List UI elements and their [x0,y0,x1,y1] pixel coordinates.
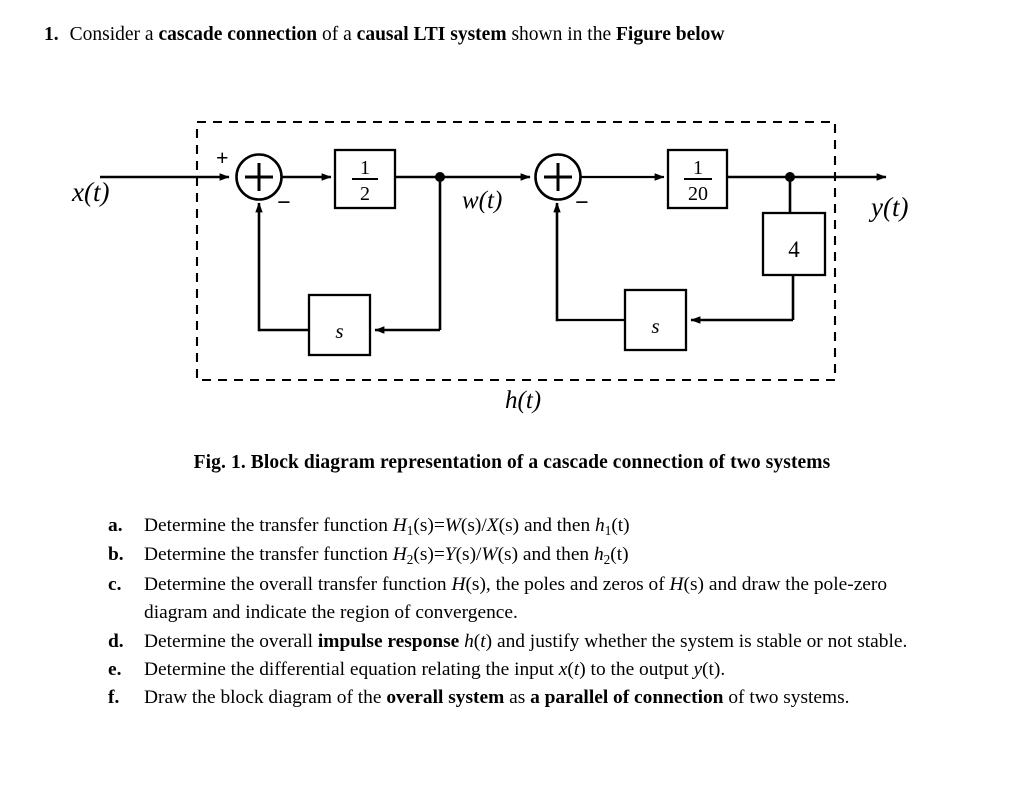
gain-half-denominator: 2 [360,183,370,205]
problem-text: Consider a cascade connection of a causa… [70,24,725,45]
feedback-block-s-right-label: s [651,314,659,338]
sub-question-label: d. [108,630,124,652]
summer2-minus-sign: − [575,190,589,216]
gain-half-numerator: 1 [360,157,370,179]
text-run: 1 [604,522,612,538]
sub-question-item: b.Determine the transfer function H2(s)=… [108,541,938,570]
text-run: ) to the output [579,659,694,681]
sub-question-label: c. [108,573,122,595]
text-run: h [464,630,474,652]
text-run: (t). [702,659,726,681]
sub-question-text: Determine the overall impulse response h… [144,631,907,652]
text-run: Consider a [69,24,159,45]
text-run: (s), the poles and zeros of [465,573,670,595]
signal-label-x: x(t) [72,177,110,207]
sub-question-text: Draw the block diagram of the overall sy… [144,687,850,708]
text-run: of a [317,24,357,45]
text-run: causal LTI system [356,24,507,45]
text-run: Draw the block diagram of the [144,687,387,709]
block-diagram-figure: 1 2 s + − w(t) − 1 20 [0,100,1024,430]
block-diagram-svg: 1 2 s + − w(t) − 1 20 [100,120,887,382]
sub-question-text: Determine the overall transfer function … [144,574,887,623]
gain-block-four [761,211,827,277]
figure-caption: Fig. 1. Block diagram representation of … [193,452,831,473]
text-run: Figure below [615,24,725,45]
text-run: H [392,515,407,536]
sub-question-item: d. Determine the overall impulse response… [108,628,938,656]
text-run: Determine the transfer function [144,515,393,536]
sub-question-item: e. Determine the differential equation re… [108,656,938,684]
gain-twentieth-denominator: 20 [688,183,708,205]
text-run: cascade connection [158,24,318,45]
sub-question-item: a.Determine the transfer function H1(s)=… [108,512,938,541]
text-run: t [480,630,486,652]
text-run: 2 [603,552,611,568]
sub-question-label: f. [108,687,120,709]
summer1-plus-sign: + [216,145,229,170]
text-run: overall system [386,687,505,709]
text-run: H [669,573,684,595]
text-run: (s) and then [498,515,596,536]
text-run: ( [473,630,481,652]
gain-twentieth-numerator: 1 [693,157,703,179]
text-run: Determine the overall [144,630,318,652]
problem-statement: 1. Consider a cascade connection of a cau… [44,22,994,48]
problem-number: 1. [44,24,59,45]
text-run: W [481,544,498,566]
text-run: a parallel of connection [530,687,724,709]
signal-label-w: w(t) [462,187,502,214]
text-run: (s)/ [455,544,482,566]
text-run: impulse response [317,630,460,652]
text-run: y [693,659,703,681]
summer1-minus-sign: − [277,190,291,216]
sub-question-label: a. [108,515,123,536]
text-run: ( [567,659,574,681]
signal-label-y: y(t) [871,192,909,222]
text-run: H [392,544,407,566]
text-run: 2 [406,552,414,568]
sub-question-text: Determine the transfer function H1(s)=W(… [144,515,630,538]
feedback-block-s-left-label: s [335,319,343,343]
text-run: H [451,573,466,595]
text-run: Determine the overall transfer function [144,573,452,595]
sub-question-text: Determine the differential equation rela… [144,659,725,680]
sub-question-list: a.Determine the transfer function H1(s)=… [108,512,938,713]
text-run: (s)= [413,515,445,536]
text-run: (s) and draw the pole-zero diagram and i… [144,573,888,624]
text-run: X [486,515,499,536]
text-run: h [595,515,605,536]
text-run: 1 [406,522,414,538]
text-run: as [504,687,531,709]
system-label-h: h(t) [505,387,542,414]
text-run: (t) [610,544,629,566]
text-run: Determine the transfer function [144,544,393,566]
text-run: (s)= [413,544,445,566]
sub-question-item: f. Draw the block diagram of the overall … [108,684,938,712]
sub-question-label: b. [108,544,124,566]
text-run: (s) and then [497,544,594,566]
text-run: shown in the [506,24,616,45]
sub-question-text: Determine the transfer function H2(s)=Y(… [144,544,629,568]
text-run: (s)/ [460,515,487,536]
text-run: h [593,544,604,566]
sub-question-item: c. Determine the overall transfer functio… [108,571,938,628]
text-run: W [444,515,461,536]
sub-question-label: e. [108,659,122,681]
text-run: of two systems. [723,687,850,709]
gain-four-label: 4 [788,237,800,262]
system-boundary-dashed-box [195,120,837,382]
text-run: ) and justify whether the system is stab… [485,630,908,652]
text-run: Determine the differential equation rela… [144,659,559,681]
feedback-block-s-right [623,288,688,352]
text-run: Y [444,544,456,566]
text-run: t [573,659,580,681]
text-run: (t) [611,515,630,536]
feedback-block-s-left [307,293,372,357]
text-run: x [558,659,568,681]
